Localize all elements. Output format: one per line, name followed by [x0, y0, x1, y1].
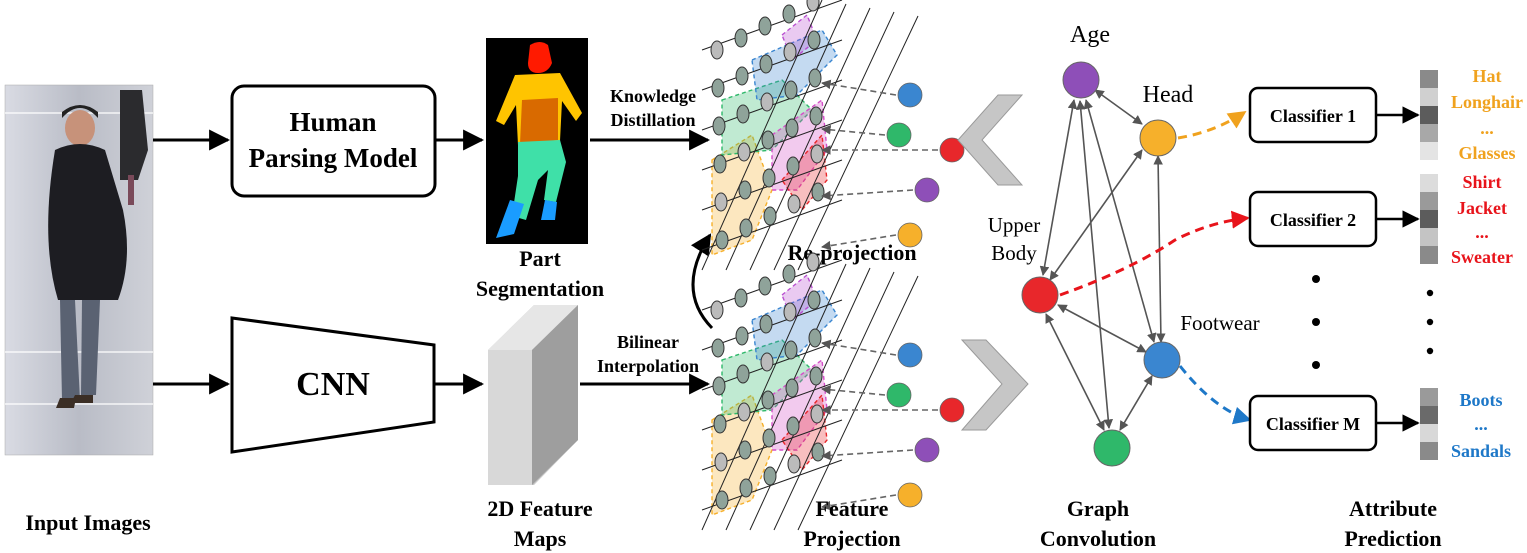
classifier-2-label: Classifier 2: [1270, 210, 1356, 230]
arrow-footwear-to-classifierM: [1178, 365, 1252, 425]
node-footwear-label: Footwear: [1180, 311, 1259, 335]
classifier-1: Classifier 1: [1248, 86, 1378, 144]
score-bar-m: [1420, 388, 1438, 460]
arrow-head-to-classifier1: [1177, 110, 1247, 140]
arrow-curve-reprojection: [690, 233, 714, 330]
dot: [1312, 275, 1320, 283]
knowledge-label-1: Knowledge: [610, 86, 696, 106]
node-age-label: Age: [1070, 22, 1110, 48]
dot: [1426, 318, 1434, 326]
node-upper-body: [1021, 276, 1059, 314]
node-upper-label-1: Upper: [988, 213, 1040, 237]
feature-cube: [488, 305, 578, 485]
feature-projection-label-2: Projection: [803, 526, 900, 551]
attr-pred-label-1: Attribute: [1349, 496, 1437, 521]
graph-conv-label-1: Graph: [1067, 496, 1129, 521]
feature-maps-label-2: Maps: [514, 526, 567, 551]
attrs-2: Shirt Jacket ... Sweater: [1451, 172, 1513, 267]
attr-ellipsis: ...: [1475, 222, 1489, 242]
attr-jacket: Jacket: [1457, 198, 1507, 218]
attr-sandals: Sandals: [1451, 441, 1511, 461]
chevron-left-icon: [957, 94, 1024, 186]
node-head-label: Head: [1143, 82, 1194, 108]
classifier-1-label: Classifier 1: [1270, 106, 1356, 126]
attr-glasses: Glasses: [1458, 143, 1515, 163]
feature-projection-label-1: Feature: [816, 496, 889, 521]
score-bar-2: [1420, 174, 1438, 264]
node-upper-label-2: Body: [991, 241, 1037, 265]
attr-hat: Hat: [1473, 66, 1502, 86]
chevron-right-icon: [960, 339, 1029, 431]
human-parsing-box: [230, 84, 437, 198]
graph-edges: [1039, 89, 1166, 431]
attr-sweater: Sweater: [1451, 247, 1513, 267]
attr-ellipsis: ...: [1474, 414, 1488, 434]
node-lower: [1093, 429, 1131, 467]
dot: [1426, 289, 1434, 297]
node-head: [1139, 119, 1177, 157]
node-age: [1062, 61, 1100, 99]
dot: [1312, 318, 1320, 326]
input-photo: [4, 84, 154, 456]
classifier-2: Classifier 2: [1248, 190, 1378, 248]
bilinear-label-2: Interpolation: [597, 356, 699, 376]
graph-conv-label-2: Convolution: [1040, 526, 1156, 551]
arrow-upper-to-classifier2: [1059, 210, 1250, 297]
part-seg-label-1: Part: [519, 246, 561, 271]
cnn-block: [230, 316, 436, 454]
reprojection-grid: [701, 0, 965, 271]
segmentation-mask: [486, 38, 588, 244]
node-footwear: [1143, 341, 1181, 379]
feature-maps-label-1: 2D Feature: [487, 496, 593, 521]
dot: [1312, 361, 1320, 369]
classifier-m: Classifier M: [1248, 394, 1378, 452]
attr-boots: Boots: [1459, 390, 1502, 410]
knowledge-label-2: Distillation: [610, 110, 695, 130]
attr-longhair: Longhair: [1451, 92, 1523, 112]
attrs-1: Hat Longhair ... Glasses: [1451, 66, 1523, 163]
attrs-m: Boots ... Sandals: [1451, 390, 1511, 461]
cnn-label: CNN: [296, 366, 370, 403]
attr-pred-label-2: Prediction: [1344, 526, 1441, 551]
score-bar-1: [1420, 70, 1438, 160]
attr-ellipsis: ...: [1480, 118, 1494, 138]
bilinear-label-1: Bilinear: [617, 332, 679, 352]
part-seg-label-2: Segmentation: [476, 276, 604, 301]
input-images-label: Input Images: [25, 510, 151, 535]
human-parsing-label-1: Human: [289, 107, 376, 137]
projection-grid: [701, 252, 965, 531]
human-parsing-label-2: Parsing Model: [249, 143, 418, 173]
classifier-m-label: Classifier M: [1266, 414, 1360, 434]
attr-shirt: Shirt: [1462, 172, 1501, 192]
dot: [1426, 347, 1434, 355]
